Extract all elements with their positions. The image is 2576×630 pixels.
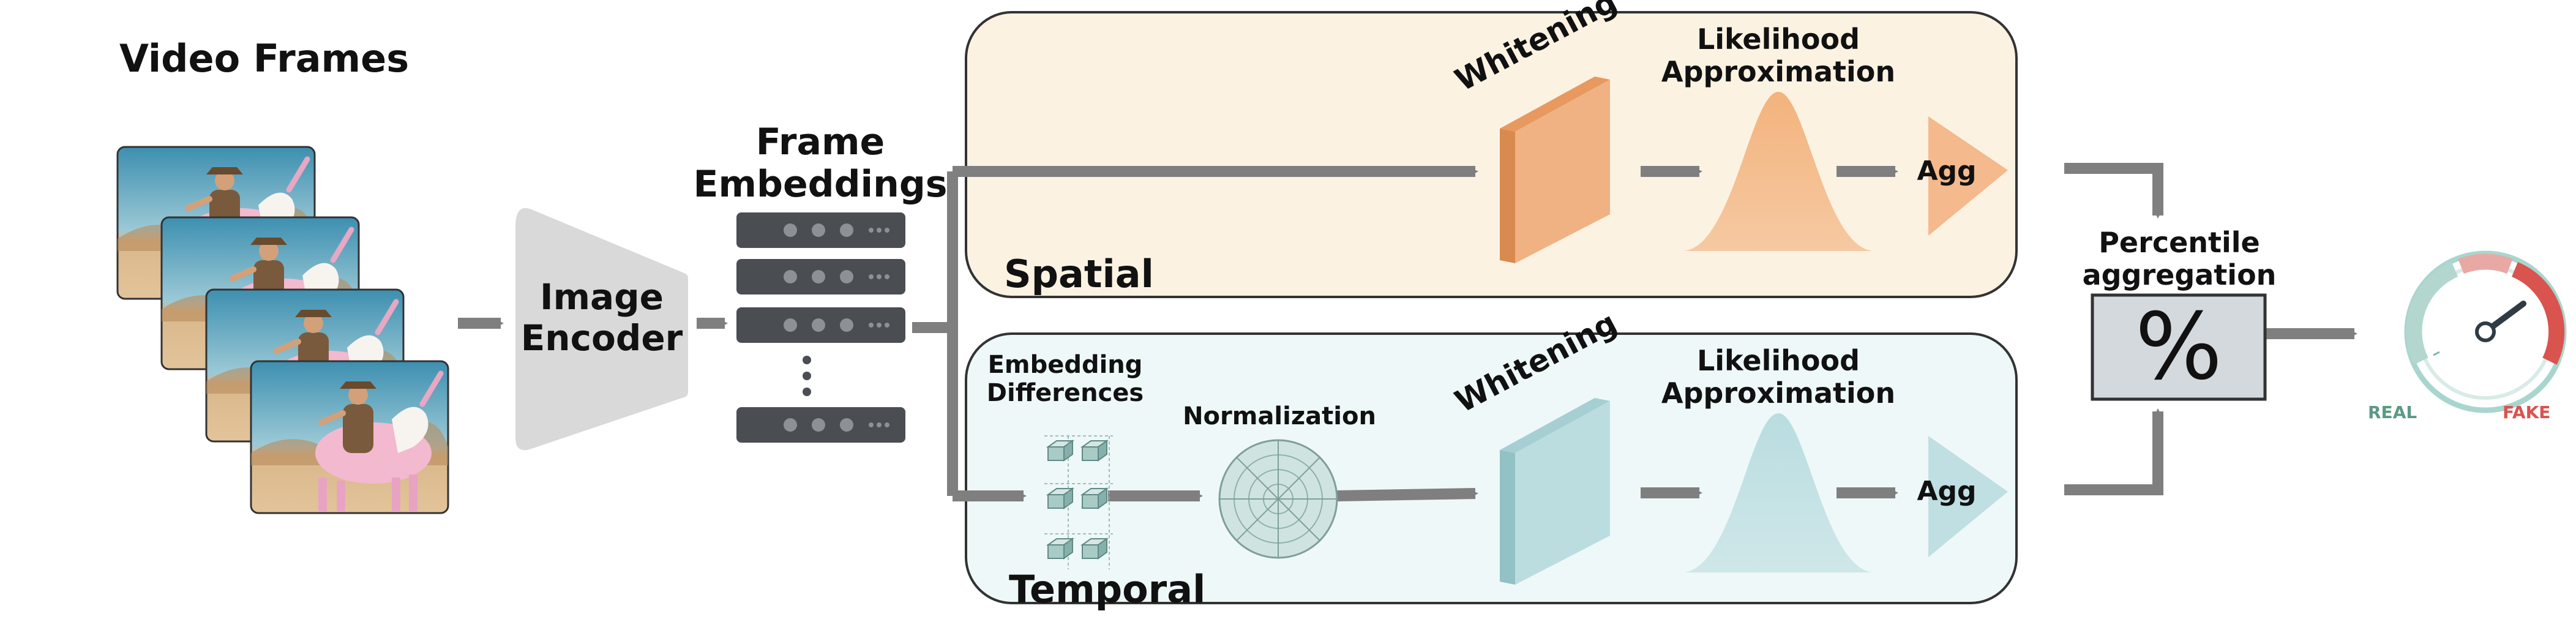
temporal-agg-label: Agg <box>1917 476 1977 507</box>
normalization-label: Normalization <box>1183 402 1376 430</box>
temporal-whitening-block <box>1500 398 1610 585</box>
image-encoder-label: Image Encoder <box>515 277 688 358</box>
embedding-differences-line-1: Embedding <box>987 351 1143 379</box>
flow-arrows <box>458 163 2357 501</box>
image-encoder-trapezoid <box>515 208 688 451</box>
temporal-likelihood-label: Likelihood Approximation <box>1641 345 1916 410</box>
spatial-label: Spatial <box>1004 252 1154 296</box>
frame-embeddings-label: Frame Embeddings <box>686 121 955 206</box>
image-encoder-line-1: Image <box>539 276 664 318</box>
image-encoder-line-2: Encoder <box>520 317 683 359</box>
spatial-likelihood-line-1: Likelihood <box>1696 23 1860 56</box>
percentile-aggregation-label: Percentile aggregation <box>2060 227 2299 291</box>
spatial-likelihood-line-2: Approximation <box>1661 54 1896 88</box>
temporal-likelihood-line-1: Likelihood <box>1696 344 1860 377</box>
speedometer-icon <box>2404 250 2567 413</box>
spatial-likelihood-label: Likelihood Approximation <box>1641 23 1916 88</box>
percentile-line-2: aggregation <box>2082 258 2277 291</box>
temporal-label: Temporal <box>1009 567 1206 612</box>
percent-symbol: % <box>2135 294 2223 400</box>
spatial-whitening-block <box>1500 77 1610 263</box>
gauge-real-label: REAL <box>2368 402 2417 422</box>
frame-embeddings-line-1: Frame <box>755 121 885 163</box>
frame-embeddings-stack <box>736 212 905 443</box>
spatial-agg-label: Agg <box>1917 156 1977 187</box>
frame-embeddings-line-2: Embeddings <box>693 163 948 206</box>
temporal-agg-triangle <box>1928 436 2008 557</box>
gauge-fake-label: FAKE <box>2503 402 2551 422</box>
embedding-differences-label: Embedding Differences <box>976 351 1154 407</box>
spatial-bell-curve <box>1682 92 1874 251</box>
spatial-agg-triangle <box>1928 116 2008 236</box>
percentile-box <box>2091 293 2267 401</box>
cube-cluster-icon <box>1044 435 1113 569</box>
video-frames-stack <box>118 147 448 513</box>
polar-grid-icon <box>1218 439 1338 559</box>
video-frames-title: Video Frames <box>119 36 410 81</box>
temporal-likelihood-line-2: Approximation <box>1661 376 1896 410</box>
temporal-bell-curve <box>1682 413 1874 572</box>
embedding-differences-line-2: Differences <box>986 379 1144 407</box>
percentile-line-1: Percentile <box>2099 226 2260 259</box>
